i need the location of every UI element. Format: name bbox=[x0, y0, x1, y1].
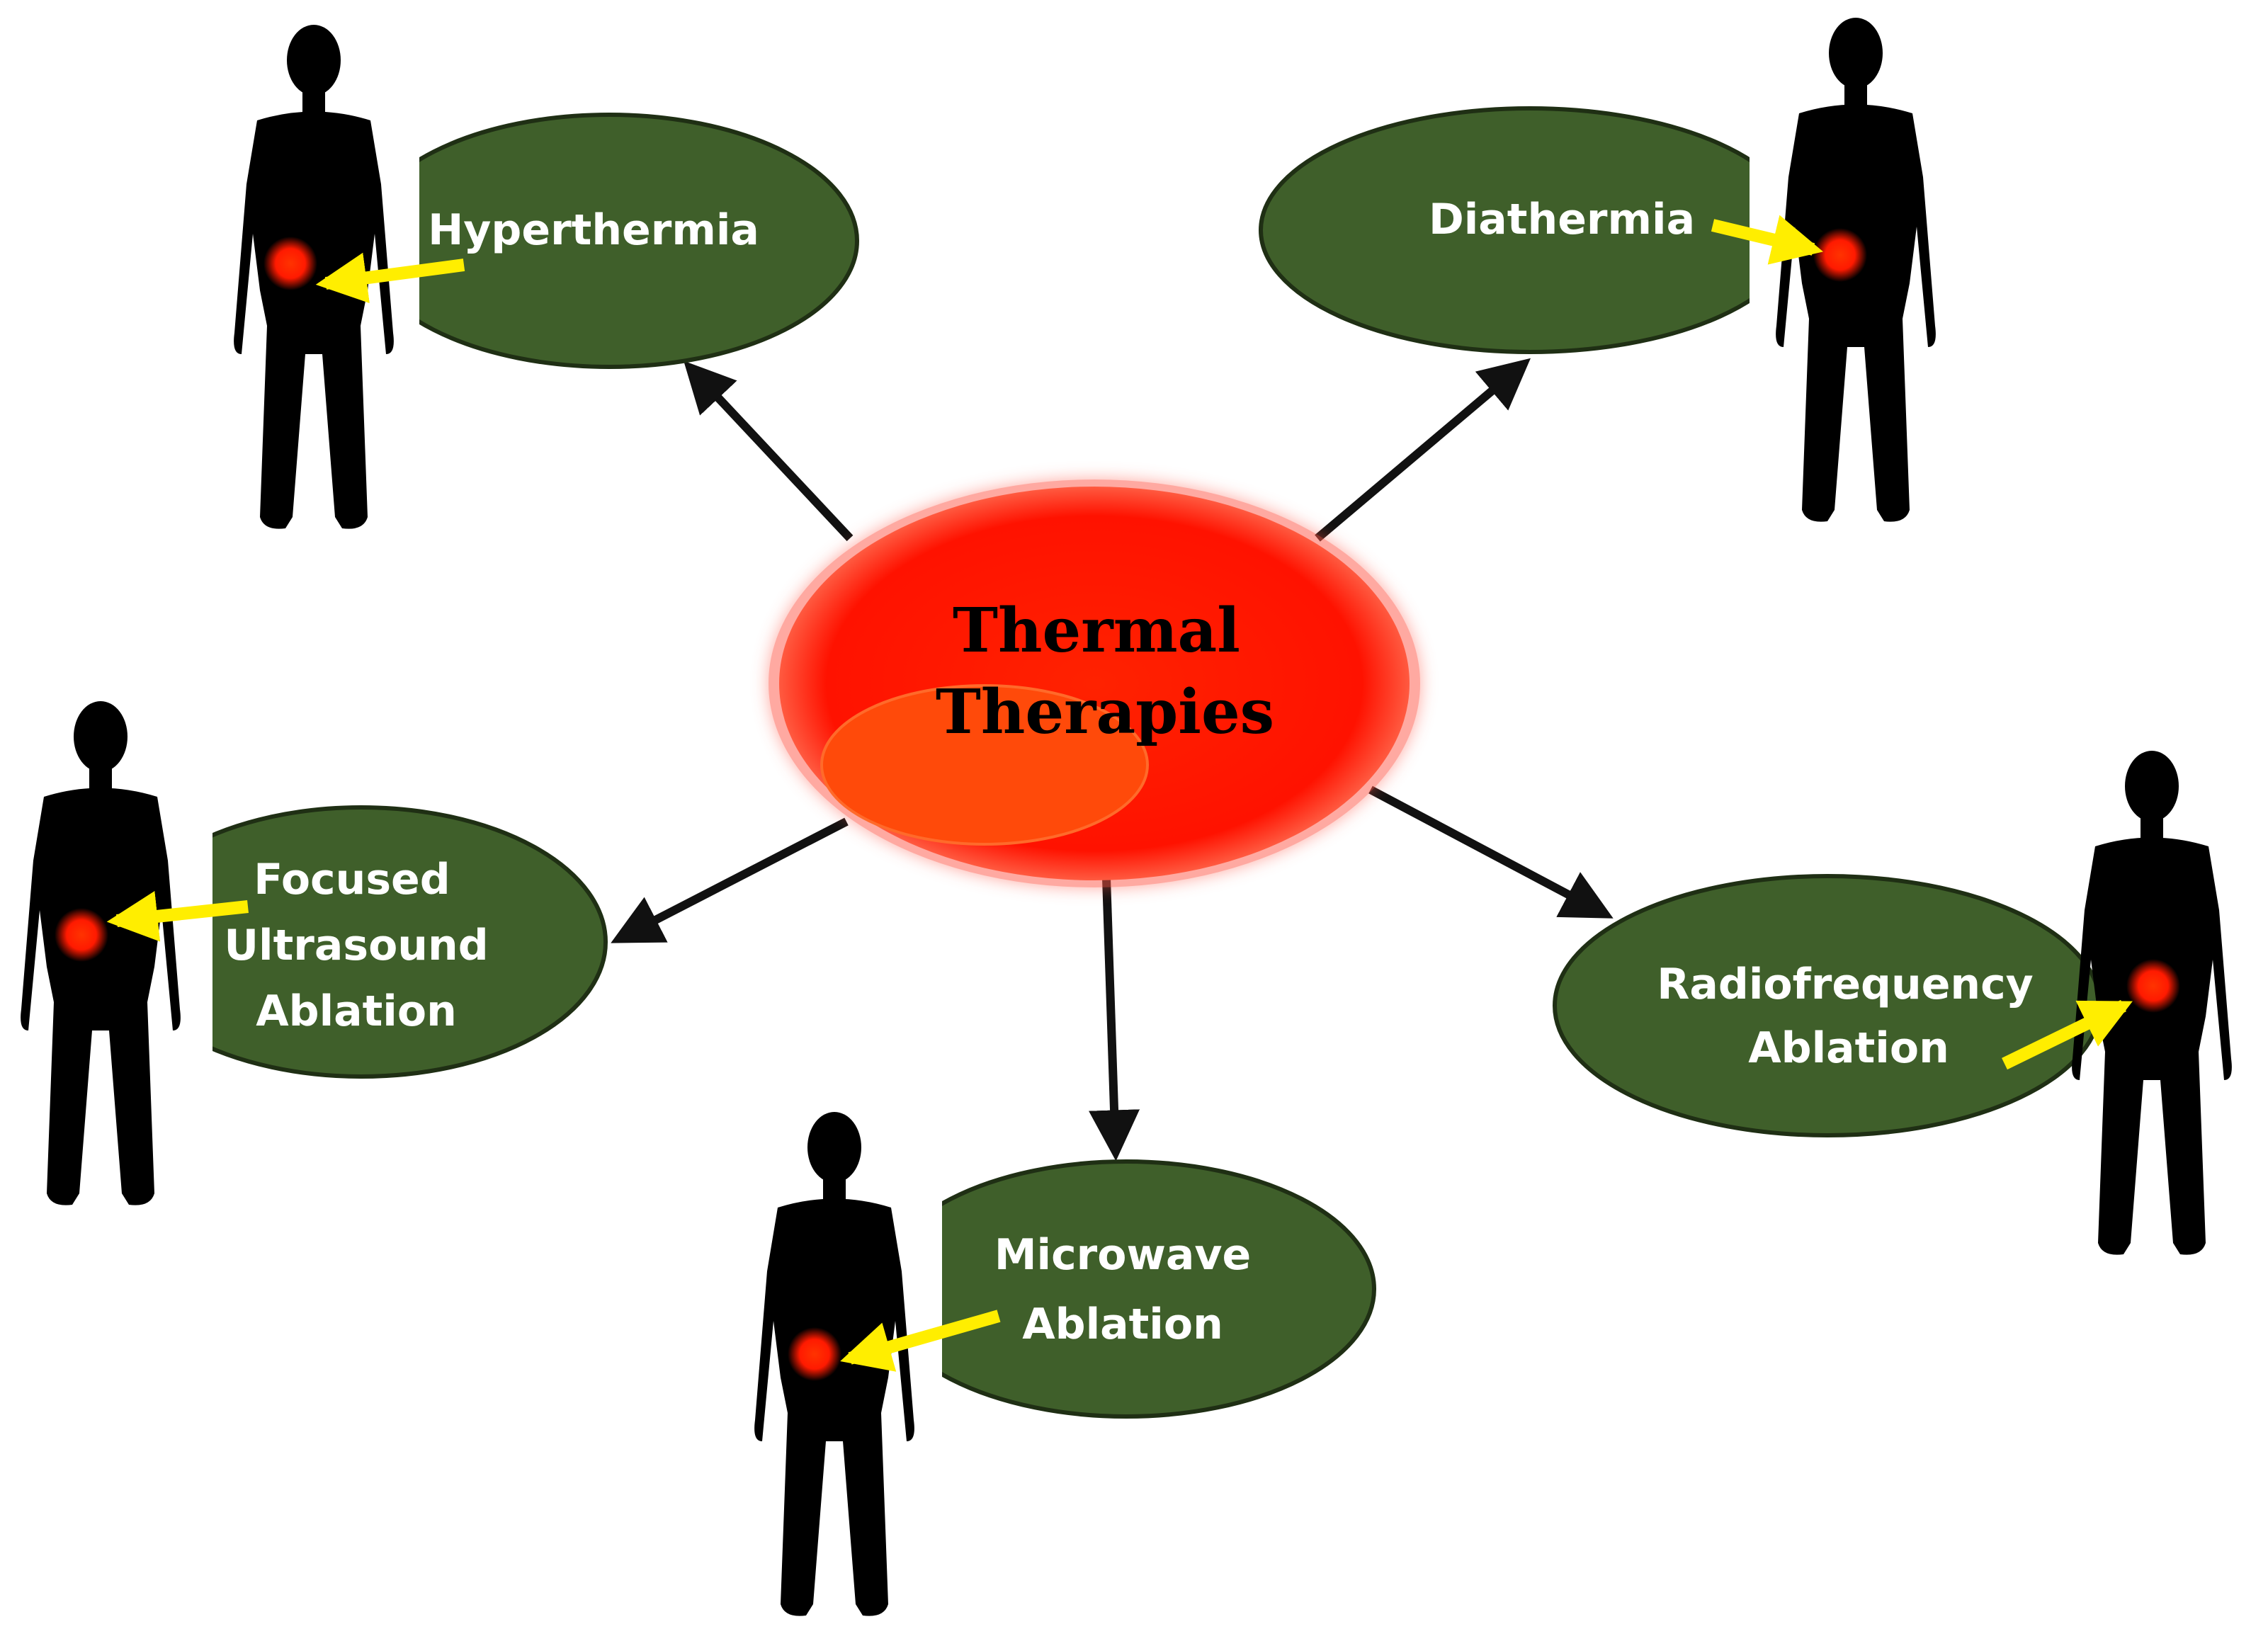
node-label-line: Focused bbox=[254, 855, 450, 904]
center-node: Thermal Therapies bbox=[769, 479, 1420, 887]
tumor-hotspot-icon bbox=[1813, 228, 1867, 282]
connector-arrows bbox=[611, 358, 1614, 1162]
yellow-pointer-arrow-icon bbox=[2002, 999, 2133, 1070]
yellow-pointer-arrow-icon bbox=[1711, 215, 1824, 265]
center-title-line2: Therapies bbox=[936, 676, 1274, 748]
node-label-line: Ablation bbox=[1748, 1023, 1949, 1073]
node-label-line: Ablation bbox=[256, 987, 457, 1036]
node-hyperthermia: Hyperthermia bbox=[234, 25, 859, 529]
yellow-pointer-arrow-icon bbox=[106, 891, 249, 942]
node-diathermia: Diathermia bbox=[1259, 18, 1936, 522]
arrow-to-radiofrequency bbox=[1368, 785, 1614, 919]
node-label-line: Hyperthermia bbox=[428, 205, 759, 255]
node-ellipse bbox=[876, 1159, 1376, 1419]
yellow-pointer-arrow-icon bbox=[315, 252, 465, 304]
tumor-hotspot-icon bbox=[788, 1327, 841, 1381]
node-label-line: Diathermia bbox=[1429, 195, 1695, 244]
node-radiofrequency-ablation: Radiofrequency Ablation bbox=[1553, 751, 2232, 1255]
node-focused-ultrasound-ablation: Focused Ultrasound Ablation bbox=[21, 701, 608, 1205]
node-label-line: Microwave bbox=[994, 1230, 1251, 1280]
tumor-hotspot-icon bbox=[55, 908, 108, 962]
center-highlight bbox=[820, 684, 1149, 846]
center-title-line1: Thermal bbox=[953, 595, 1240, 666]
tumor-hotspot-icon bbox=[2126, 959, 2180, 1013]
tumor-hotspot-icon bbox=[263, 237, 317, 290]
arrow-to-hyperthermia bbox=[684, 360, 854, 542]
arrow-to-diathermia bbox=[1315, 358, 1531, 542]
node-microwave-ablation: Microwave Ablation bbox=[754, 1112, 1376, 1616]
yellow-pointer-arrow-icon bbox=[840, 1310, 1001, 1372]
node-label-line: Ultrasound bbox=[224, 921, 488, 970]
node-label-line: Ablation bbox=[1022, 1300, 1223, 1349]
arrow-to-focused-ultrasound bbox=[611, 817, 849, 943]
node-label-line: Radiofrequency bbox=[1657, 960, 2034, 1009]
arrow-to-microwave bbox=[1089, 878, 1140, 1162]
